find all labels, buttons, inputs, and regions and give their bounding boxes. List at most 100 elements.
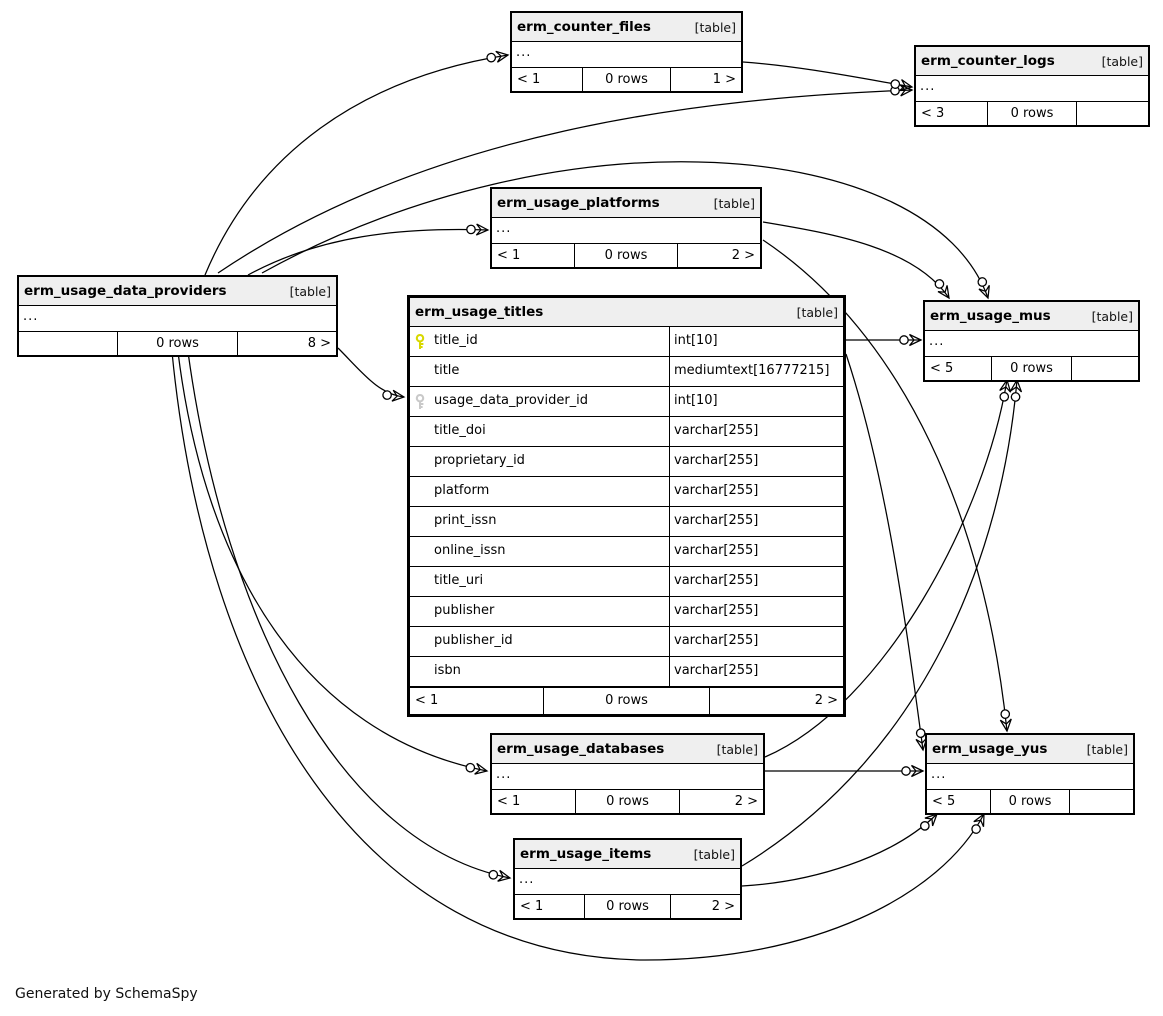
edge-data-providers-items bbox=[187, 351, 512, 882]
column-type: varchar[255] bbox=[674, 603, 759, 618]
edge-data-providers-counter-logs bbox=[217, 84, 914, 274]
elided-columns-row[interactable]: ... bbox=[512, 42, 741, 68]
column-row[interactable]: publisher varchar[255] bbox=[410, 597, 843, 627]
table-tag: [table] bbox=[693, 846, 735, 862]
table-tag: [table] bbox=[713, 195, 755, 211]
row-count: 0 rows bbox=[574, 244, 678, 267]
table-tag: [table] bbox=[1101, 53, 1143, 69]
column-name[interactable]: title_id bbox=[410, 327, 670, 356]
parents-count: < 5 bbox=[930, 361, 954, 376]
table-footer: < 1 0 rows 1 > bbox=[512, 68, 741, 91]
column-type: varchar[255] bbox=[674, 453, 759, 468]
column-row[interactable]: title mediumtext[16777215] bbox=[410, 357, 843, 387]
edge-platforms-mus bbox=[762, 221, 950, 300]
children-count bbox=[1077, 102, 1148, 125]
parents-count: < 1 bbox=[497, 248, 521, 263]
table-header: erm_usage_databases [table] bbox=[492, 735, 763, 764]
elided-columns-row[interactable]: ... bbox=[515, 869, 740, 895]
table-erm-usage-titles: erm_usage_titles [table] title_id int[10… bbox=[407, 295, 846, 717]
table-tag: [table] bbox=[694, 19, 736, 35]
parents-count: < 1 bbox=[497, 794, 521, 809]
primary-key-icon bbox=[414, 333, 426, 350]
column-type: varchar[255] bbox=[674, 483, 759, 498]
elided-columns-row[interactable]: ... bbox=[916, 76, 1148, 102]
table-name-link[interactable]: erm_counter_logs bbox=[921, 53, 1055, 69]
table-name-link[interactable]: erm_usage_databases bbox=[497, 741, 665, 757]
children-count bbox=[1072, 357, 1138, 380]
table-header: erm_usage_data_providers [table] bbox=[19, 277, 336, 306]
table-header: erm_usage_items [table] bbox=[515, 840, 740, 869]
table-header: erm_counter_files [table] bbox=[512, 13, 741, 42]
row-count: 0 rows bbox=[116, 332, 239, 355]
column-type: varchar[255] bbox=[674, 513, 759, 528]
table-name-link[interactable]: erm_usage_items bbox=[520, 846, 652, 862]
table-erm-usage-items: erm_usage_items [table] ... < 1 0 rows 2… bbox=[513, 838, 742, 920]
table-footer: < 5 0 rows bbox=[925, 357, 1138, 380]
column-row[interactable]: proprietary_id varchar[255] bbox=[410, 447, 843, 477]
table-name-link[interactable]: erm_counter_files bbox=[517, 19, 651, 35]
table-header: erm_usage_yus [table] bbox=[927, 735, 1133, 764]
table-name-link[interactable]: erm_usage_mus bbox=[930, 308, 1051, 324]
edge-items-yus bbox=[741, 812, 939, 887]
elided-columns-row[interactable]: ... bbox=[927, 764, 1133, 790]
column-name-text: publisher_id bbox=[434, 633, 513, 648]
table-tag: [table] bbox=[1091, 308, 1133, 324]
row-count: 0 rows bbox=[990, 357, 1073, 380]
foreign-key-icon bbox=[414, 393, 426, 410]
table-footer: < 5 0 rows bbox=[927, 790, 1133, 813]
row-count: 0 rows bbox=[575, 790, 680, 813]
column-name-text: title_doi bbox=[434, 423, 486, 438]
table-header: erm_usage_platforms [table] bbox=[492, 189, 760, 218]
table-tag: [table] bbox=[1086, 741, 1128, 757]
column-row[interactable]: isbn varchar[255] bbox=[410, 657, 843, 687]
elided-columns-row[interactable]: ... bbox=[492, 218, 760, 244]
elided-columns-row[interactable]: ... bbox=[19, 306, 336, 332]
column-row[interactable]: online_issn varchar[255] bbox=[410, 537, 843, 567]
column-row[interactable]: title_id int[10] bbox=[410, 327, 843, 357]
table-footer: < 1 0 rows 2 > bbox=[492, 790, 763, 813]
table-erm-counter-files: erm_counter_files [table] ... < 1 0 rows… bbox=[510, 11, 743, 93]
table-name-link[interactable]: erm_usage_data_providers bbox=[24, 283, 227, 299]
column-row[interactable]: usage_data_provider_id int[10] bbox=[410, 387, 843, 417]
table-footer: < 1 0 rows 2 > bbox=[492, 244, 760, 267]
edge-items-mus bbox=[741, 378, 1023, 867]
table-footer: 0 rows 8 > bbox=[19, 332, 336, 355]
schemaspy-credit: Generated by SchemaSpy bbox=[15, 986, 198, 1002]
column-row[interactable]: title_doi varchar[255] bbox=[410, 417, 843, 447]
edge-data-providers-yus bbox=[171, 351, 985, 961]
parents-count bbox=[19, 332, 117, 355]
row-count: 0 rows bbox=[582, 68, 671, 91]
table-footer: < 1 0 rows 2 > bbox=[515, 895, 740, 918]
table-footer: < 1 0 rows 2 > bbox=[410, 687, 843, 714]
table-erm-usage-data-providers: erm_usage_data_providers [table] ... 0 r… bbox=[17, 275, 338, 357]
table-erm-usage-platforms: erm_usage_platforms [table] ... < 1 0 ro… bbox=[490, 187, 762, 269]
column-type: varchar[255] bbox=[674, 423, 759, 438]
table-name-link[interactable]: erm_usage_titles bbox=[415, 304, 544, 320]
column-name[interactable]: usage_data_provider_id bbox=[410, 387, 670, 416]
edge-data-providers-platforms bbox=[247, 223, 490, 276]
children-count: 2 > bbox=[734, 794, 758, 809]
column-row[interactable]: title_uri varchar[255] bbox=[410, 567, 843, 597]
table-name-link[interactable]: erm_usage_platforms bbox=[497, 195, 660, 211]
column-name-text: platform bbox=[434, 483, 490, 498]
column-type: int[10] bbox=[674, 333, 718, 348]
row-count: 0 rows bbox=[584, 895, 671, 918]
table-tag: [table] bbox=[289, 283, 331, 299]
row-count: 0 rows bbox=[990, 790, 1070, 813]
edge-data-providers-mus bbox=[261, 161, 990, 300]
children-count: 2 > bbox=[711, 899, 735, 914]
children-count bbox=[1070, 790, 1133, 813]
table-erm-counter-logs: erm_counter_logs [table] ... < 3 0 rows bbox=[914, 45, 1150, 127]
elided-columns-row[interactable]: ... bbox=[492, 764, 763, 790]
column-row[interactable]: print_issn varchar[255] bbox=[410, 507, 843, 537]
elided-columns-row[interactable]: ... bbox=[925, 331, 1138, 357]
table-header: erm_counter_logs [table] bbox=[916, 47, 1148, 76]
column-row[interactable]: publisher_id varchar[255] bbox=[410, 627, 843, 657]
column-name-text: online_issn bbox=[434, 543, 506, 558]
column-name-text: proprietary_id bbox=[434, 453, 525, 468]
column-row[interactable]: platform varchar[255] bbox=[410, 477, 843, 507]
edge-data-providers-databases bbox=[177, 351, 489, 775]
children-count: 2 > bbox=[814, 693, 838, 708]
table-name-link[interactable]: erm_usage_yus bbox=[932, 741, 1048, 757]
